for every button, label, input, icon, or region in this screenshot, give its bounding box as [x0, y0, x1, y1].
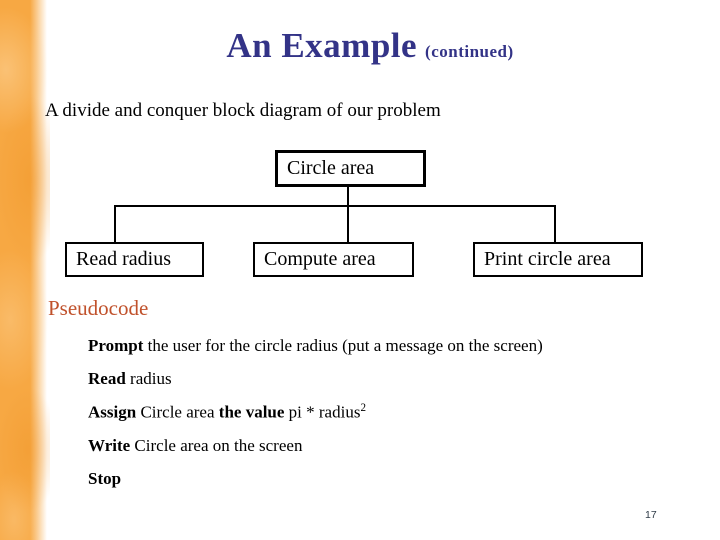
left-decorative-strip: [0, 0, 50, 540]
connector-horizontal: [114, 205, 556, 207]
pseudocode-text: Circle area: [136, 402, 219, 422]
diagram-box-read-radius: Read radius: [65, 242, 204, 277]
pseudocode-line-stop: Stop: [88, 469, 680, 489]
pseudocode-text: pi * radius: [284, 402, 361, 422]
pseudocode-line-write: Write Circle area on the screen: [88, 436, 680, 456]
pseudocode-line-read: Read radius: [88, 369, 680, 389]
keyword-assign: Assign: [88, 402, 137, 422]
pseudocode-line-prompt: Prompt the user for the circle radius (p…: [88, 336, 680, 356]
pseudocode-text: radius: [125, 369, 172, 388]
page-number: 17: [645, 509, 657, 521]
keyword-stop: Stop: [88, 468, 122, 488]
slide-title: An Example (continued): [20, 26, 720, 72]
slide-title-suffix: (continued): [425, 42, 514, 61]
pseudocode-list: Prompt the user for the circle radius (p…: [88, 336, 680, 489]
diagram-box-compute-area: Compute area: [253, 242, 414, 277]
connector-vertical-middle: [347, 187, 349, 242]
connector-vertical-left: [114, 205, 116, 242]
slide-title-main: An Example: [226, 26, 418, 65]
pseudocode-text: the user for the circle radius (put a me…: [143, 336, 543, 355]
superscript-exponent: 2: [360, 402, 366, 414]
slide-subtitle: A divide and conquer block diagram of ou…: [45, 100, 441, 121]
pseudocode-heading: Pseudocode: [48, 296, 149, 320]
keyword-write: Write: [88, 435, 131, 455]
diagram-box-circle-area: Circle area: [275, 150, 426, 187]
keyword-prompt: Prompt: [88, 336, 144, 355]
diagram-box-print-circle-area: Print circle area: [473, 242, 643, 277]
connector-vertical-right: [554, 205, 556, 242]
keyword-read: Read: [88, 369, 126, 388]
keyword-the-value: the value: [218, 402, 285, 422]
pseudocode-text: Circle area on the screen: [130, 435, 303, 455]
pseudocode-line-assign: Assign Circle area the value pi * radius…: [88, 402, 680, 423]
